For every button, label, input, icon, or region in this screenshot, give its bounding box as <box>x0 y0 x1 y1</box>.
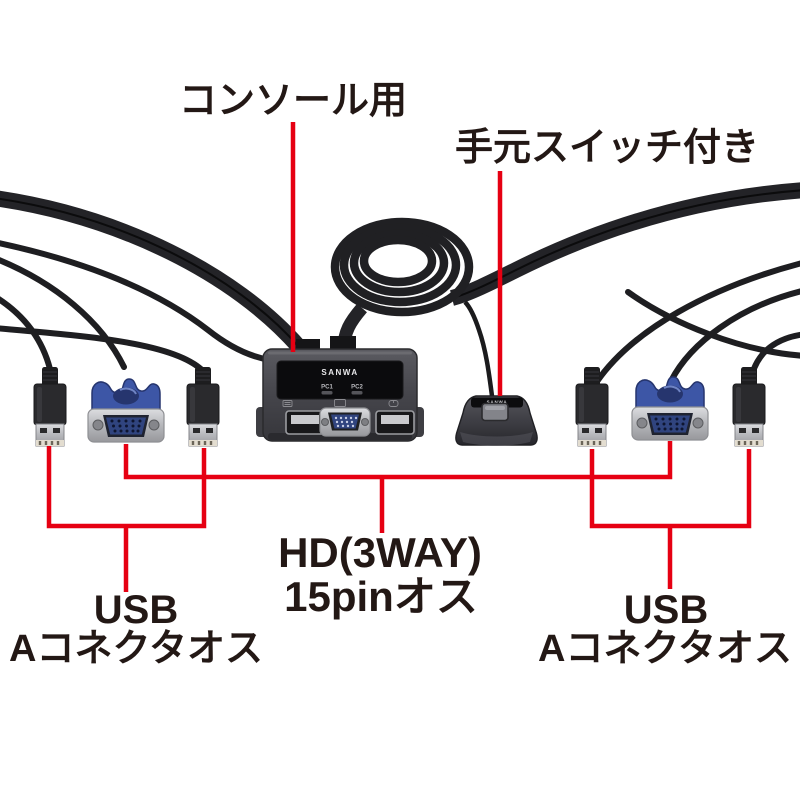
remote-switch-cable <box>463 300 495 397</box>
vga-connector-right <box>631 376 709 441</box>
annotation-lines <box>46 122 752 592</box>
vga-port-screw <box>321 418 329 426</box>
remote-brand-text: SANWA <box>487 400 508 405</box>
vga-port <box>319 407 371 437</box>
cable-to-usb4 <box>747 331 800 387</box>
cable-left-crossing <box>0 240 273 363</box>
console-label: コンソール用 <box>179 80 407 122</box>
cable-to-usb2 <box>0 325 205 373</box>
usb-connector-1 <box>32 365 68 448</box>
remote-button-highlight <box>485 406 505 410</box>
remote-switch: SANWA <box>455 395 538 446</box>
usb-left-label-line2: Aコネクタオス <box>9 628 263 670</box>
flat-cable-left <box>0 190 306 353</box>
flat-cables <box>0 182 800 397</box>
usb-right-label-line2: Aコネクタオス <box>538 628 792 670</box>
cable-to-vga-left <box>0 257 127 370</box>
cable-to-vga-right <box>668 288 800 384</box>
usb-right-label-line1: USB <box>624 588 708 632</box>
kvm-switch: SANWA PC1 PC2 <box>256 336 424 442</box>
pc1-led <box>321 391 333 395</box>
device-brand-text: SANWA <box>321 368 358 377</box>
cable-coil <box>330 217 474 317</box>
keyboard-icon <box>282 400 293 407</box>
labels: コンソール用 手元スイッチ付き HD(3WAY) 15pinオス USB Aコネ… <box>9 80 792 670</box>
usb-connector-2 <box>185 365 221 448</box>
monitor-icon <box>334 399 346 407</box>
usb-port-right-tongue <box>381 415 409 424</box>
device-top-highlight <box>268 351 412 355</box>
pc2-indicator-label: PC2 <box>351 385 363 391</box>
cable-entry-left <box>296 339 320 351</box>
usb-port-left-tongue <box>291 415 319 424</box>
remote-skirt-highlight <box>460 432 533 446</box>
thin-cables <box>0 240 800 389</box>
usb-left-label-line1: USB <box>94 588 178 632</box>
mouse-icon <box>388 400 399 407</box>
pc1-indicator-label: PC1 <box>321 385 333 391</box>
usb-connector-4 <box>731 365 767 448</box>
flat-cable-right-groove <box>451 189 800 299</box>
vga-connector-left <box>87 378 165 443</box>
usb-connector-3 <box>574 365 610 448</box>
pc2-led <box>351 391 363 395</box>
vga-label-line2: 15pinオス <box>284 573 478 620</box>
cable-entry-right <box>330 336 356 351</box>
vga-bracket-line <box>123 441 673 480</box>
vga-port-holes <box>334 416 358 428</box>
vga-port-insert <box>331 414 359 429</box>
device-port-icons <box>282 399 399 407</box>
cable-to-usb3 <box>591 260 800 389</box>
flat-cable-left-groove <box>0 197 300 348</box>
vga-port-screw <box>361 418 369 426</box>
device-front-panel <box>276 360 404 400</box>
remote-switch-label: 手元スイッチ付き <box>455 127 759 169</box>
vga-label-line1: HD(3WAY) <box>278 529 482 576</box>
